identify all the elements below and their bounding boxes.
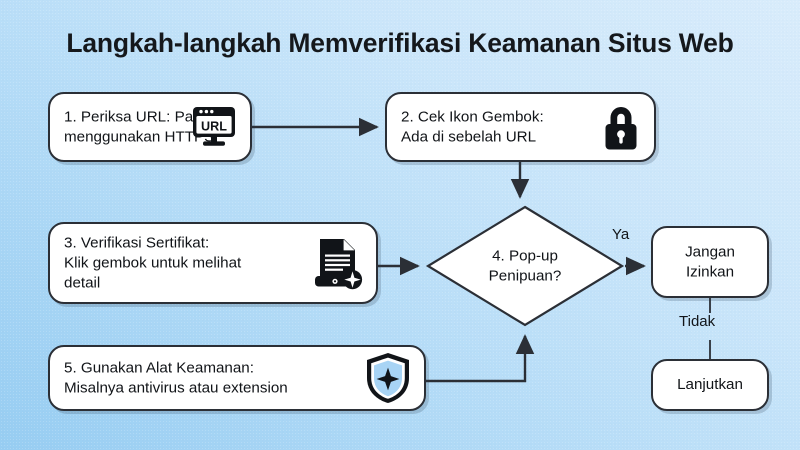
flow-node-check-padlock[interactable]: 2. Cek Ikon Gembok: Ada di sebelah URL: [385, 92, 656, 162]
shield-star-icon: [364, 351, 412, 405]
flow-node-popup-decision[interactable]: 4. Pop-up Penipuan?: [425, 204, 625, 328]
svg-text:URL: URL: [201, 119, 227, 133]
flow-node-continue-text: Lanjutkan: [677, 376, 743, 394]
diamond-shape: [425, 205, 625, 327]
flow-node-do-not-allow[interactable]: Jangan Izinkan: [651, 226, 769, 298]
flow-node-check-url[interactable]: 1. Periksa URL: Pastikan menggunakan HTT…: [48, 92, 252, 162]
certificate-document-icon: [308, 235, 364, 291]
flow-node-3-text: 3. Verifikasi Sertifikat: Klik gembok un…: [64, 234, 242, 291]
edge-label-yes: Ya: [612, 226, 630, 243]
flow-node-deny-text: Jangan Izinkan: [685, 243, 735, 280]
flow-node-2-text: 2. Cek Ikon Gembok: Ada di sebelah URL: [401, 108, 544, 145]
flow-node-security-tools[interactable]: 5. Gunakan Alat Keamanan: Misalnya antiv…: [48, 345, 426, 411]
page-title: Langkah-langkah Memverifikasi Keamanan S…: [66, 28, 734, 58]
flow-node-continue[interactable]: Lanjutkan: [651, 359, 769, 411]
flow-node-verify-certificate[interactable]: 3. Verifikasi Sertifikat: Klik gembok un…: [48, 222, 378, 304]
monitor-url-icon: URL: [190, 105, 238, 149]
edge-label-no: Tidak: [679, 313, 716, 330]
diamond-label: 4. Pop-up Penipuan?: [488, 247, 562, 284]
edge-box5-diamond: [426, 334, 535, 383]
flow-node-5-text: 5. Gunakan Alat Keamanan: Misalnya antiv…: [64, 359, 288, 396]
padlock-icon: [600, 103, 642, 151]
